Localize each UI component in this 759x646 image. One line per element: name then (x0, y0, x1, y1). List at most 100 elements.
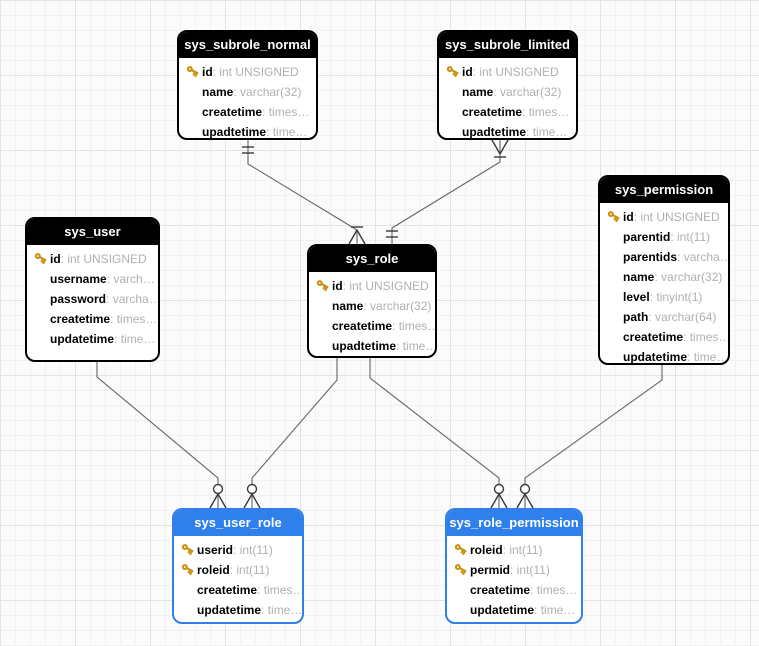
connector-role-user_role[interactable] (243, 358, 338, 509)
connector-line[interactable] (251, 358, 338, 508)
field-row-path[interactable]: pathvarchar(64) (606, 307, 726, 327)
field-row-updatetime[interactable]: updatetimetime… (606, 347, 728, 363)
table-title[interactable]: sys_role_permission (447, 510, 581, 536)
field-name: updatetime (50, 332, 115, 346)
field-row-userid[interactable]: useridint(11) (180, 540, 300, 560)
cardinality-marker-line (356, 229, 366, 245)
field-type: varchar(32) (233, 82, 301, 102)
field-row-createtime[interactable]: createtimetimes… (445, 102, 574, 122)
field-name: name (202, 85, 234, 99)
field-row-id[interactable]: idint UNSIGNED (185, 62, 314, 82)
field-row-id[interactable]: idint UNSIGNED (315, 276, 433, 296)
field-row-id[interactable]: idint UNSIGNED (33, 249, 156, 269)
field-row-name[interactable]: namevarchar(32) (315, 296, 433, 316)
field-name: userid (197, 543, 234, 557)
field-row-updatetime[interactable]: updatetimetime… (453, 600, 579, 620)
field-name: createtime (623, 330, 684, 344)
field-row-createtime[interactable]: createtimetimes… (606, 327, 728, 347)
field-row-createtime[interactable]: createtimetimes… (453, 580, 579, 600)
field-type: times… (392, 316, 435, 336)
cardinality-zero-circle (246, 483, 258, 495)
field-row-username[interactable]: usernamevarch… (33, 269, 156, 289)
field-name: name (623, 270, 655, 284)
connector-subrole_normal-role[interactable] (242, 140, 366, 245)
field-row-password[interactable]: passwordvarcha… (33, 289, 158, 309)
connector-line[interactable] (524, 365, 663, 508)
cardinality-marker-line (491, 139, 501, 155)
cardinality-marker-line (499, 139, 509, 155)
field-name: upadtetime (332, 339, 397, 353)
field-type: int(11) (230, 560, 269, 580)
field-row-roleid[interactable]: roleidint(11) (453, 540, 579, 560)
er-table-sys_user[interactable]: sys_useridint UNSIGNEDusernamevarch…pass… (25, 217, 160, 362)
primary-key-icon (181, 564, 194, 576)
field-row-name[interactable]: namevarchar(32) (445, 82, 574, 102)
er-table-sys_user_role[interactable]: sys_user_roleuseridint(11)roleidint(11)c… (172, 508, 304, 624)
field-type: varchar(32) (363, 296, 431, 316)
er-table-sys_subrole_normal[interactable]: sys_subrole_normalidint UNSIGNEDnamevarc… (177, 30, 318, 140)
er-table-sys_role_permission[interactable]: sys_role_permissionroleidint(11)permidin… (445, 508, 583, 624)
cardinality-zero-circle (493, 483, 505, 495)
connector-line[interactable] (369, 358, 500, 508)
field-type: varcha… (106, 289, 158, 309)
cardinality-marker-line (516, 493, 526, 509)
field-row-upadtetime[interactable]: upadtetimetime… (445, 122, 574, 138)
field-row-id[interactable]: idint UNSIGNED (606, 207, 726, 227)
field-row-level[interactable]: leveltinyint(1) (606, 287, 726, 307)
field-type: varch… (107, 269, 154, 289)
field-type: varchar(32) (654, 267, 722, 287)
field-name: id (462, 65, 473, 79)
table-field-list: idint UNSIGNEDnamevarchar(32)createtimet… (309, 272, 435, 356)
table-field-list: roleidint(11)permidint(11)createtimetime… (447, 536, 581, 620)
table-title[interactable]: sys_user_role (174, 510, 302, 536)
table-title[interactable]: sys_permission (600, 177, 728, 203)
field-type: int UNSIGNED (634, 207, 719, 227)
field-row-permid[interactable]: permidint(11) (453, 560, 579, 580)
field-row-name[interactable]: namevarchar(32) (185, 82, 314, 102)
er-table-sys_permission[interactable]: sys_permissionidint UNSIGNEDparentidint(… (598, 175, 730, 365)
field-row-roleid[interactable]: roleidint(11) (180, 560, 300, 580)
field-row-updatetime[interactable]: updatetimetime… (33, 329, 156, 349)
field-row-updatetime[interactable]: updatetimetime… (180, 600, 302, 620)
field-type: varcha… (677, 247, 728, 267)
field-row-createtime[interactable]: createtimetimes… (180, 580, 302, 600)
field-row-id[interactable]: idint UNSIGNED (445, 62, 574, 82)
er-table-sys_subrole_limited[interactable]: sys_subrole_limitedidint UNSIGNEDnamevar… (437, 30, 578, 140)
field-row-upadtetime[interactable]: upadtetimetime… (315, 336, 435, 356)
connector-user-user_role[interactable] (96, 362, 227, 509)
field-name: upadtetime (202, 125, 267, 139)
primary-key-icon (454, 564, 467, 576)
field-row-parentids[interactable]: parentidsvarcha… (606, 247, 728, 267)
field-row-name[interactable]: namevarchar(32) (606, 267, 726, 287)
field-name: id (332, 279, 343, 293)
table-title[interactable]: sys_subrole_normal (179, 32, 316, 58)
field-name: path (623, 310, 649, 324)
field-row-upadtetime[interactable]: upadtetimetime… (185, 122, 314, 139)
field-row-createtime[interactable]: createtimetimes… (33, 309, 157, 329)
table-field-list: useridint(11)roleidint(11)createtimetime… (174, 536, 302, 620)
table-title[interactable]: sys_subrole_limited (439, 32, 576, 58)
field-type: times… (257, 580, 302, 600)
table-title[interactable]: sys_user (27, 219, 158, 245)
field-name: createtime (462, 105, 523, 119)
table-title[interactable]: sys_role (309, 246, 435, 272)
connector-role-role_permission[interactable] (369, 358, 508, 509)
field-row-createtime[interactable]: createtimetimes… (315, 316, 435, 336)
connector-line[interactable] (96, 362, 219, 508)
connector-permission-role_permission[interactable] (516, 365, 663, 509)
field-type: int UNSIGNED (473, 62, 558, 82)
field-row-parentid[interactable]: parentidint(11) (606, 227, 726, 247)
primary-key-icon (316, 280, 329, 292)
field-row-createtime[interactable]: createtimetimes… (185, 102, 314, 122)
field-name: username (50, 272, 107, 286)
connector-line[interactable] (391, 140, 501, 244)
primary-key-icon-slot (445, 65, 462, 79)
field-type: int(11) (670, 227, 710, 247)
connector-line[interactable] (247, 140, 358, 244)
er-table-sys_role[interactable]: sys_roleidint UNSIGNEDnamevarchar(32)cre… (307, 244, 437, 358)
connector-subrole_limited-role[interactable] (386, 139, 509, 244)
field-type: varchar(32) (493, 82, 561, 102)
field-name: parentids (623, 250, 678, 264)
